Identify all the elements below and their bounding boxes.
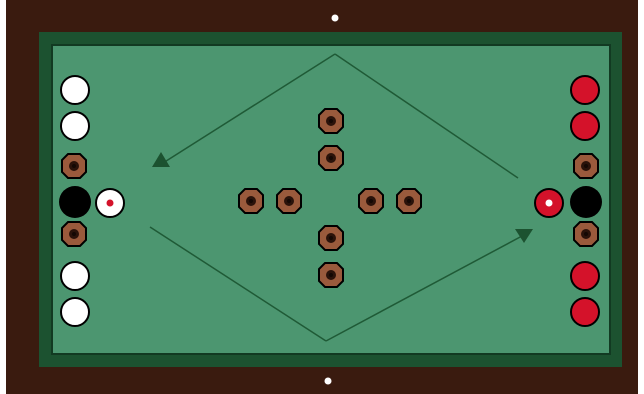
felt-surface[interactable] xyxy=(52,45,610,354)
cue-ball-white-dot xyxy=(546,200,553,207)
peg[interactable] xyxy=(319,226,343,250)
peg[interactable] xyxy=(574,154,598,178)
peg[interactable] xyxy=(239,189,263,213)
white-ball[interactable] xyxy=(61,112,89,140)
peg[interactable] xyxy=(277,189,301,213)
peg[interactable] xyxy=(574,222,598,246)
red-ball[interactable] xyxy=(571,112,599,140)
frame-spot-bottom xyxy=(325,378,332,385)
peg[interactable] xyxy=(62,154,86,178)
red-ball[interactable] xyxy=(571,298,599,326)
black-ball-left[interactable] xyxy=(59,186,91,218)
white-ball[interactable] xyxy=(61,298,89,326)
peg[interactable] xyxy=(319,146,343,170)
black-ball-right[interactable] xyxy=(570,186,602,218)
peg[interactable] xyxy=(359,189,383,213)
peg[interactable] xyxy=(62,222,86,246)
white-ball[interactable] xyxy=(61,262,89,290)
white-ball[interactable] xyxy=(61,76,89,104)
peg[interactable] xyxy=(319,263,343,287)
cue-ball-red-dot xyxy=(107,200,114,207)
peg[interactable] xyxy=(397,189,421,213)
red-ball[interactable] xyxy=(571,76,599,104)
frame-spot-top xyxy=(332,15,339,22)
peg[interactable] xyxy=(319,109,343,133)
red-ball[interactable] xyxy=(571,262,599,290)
